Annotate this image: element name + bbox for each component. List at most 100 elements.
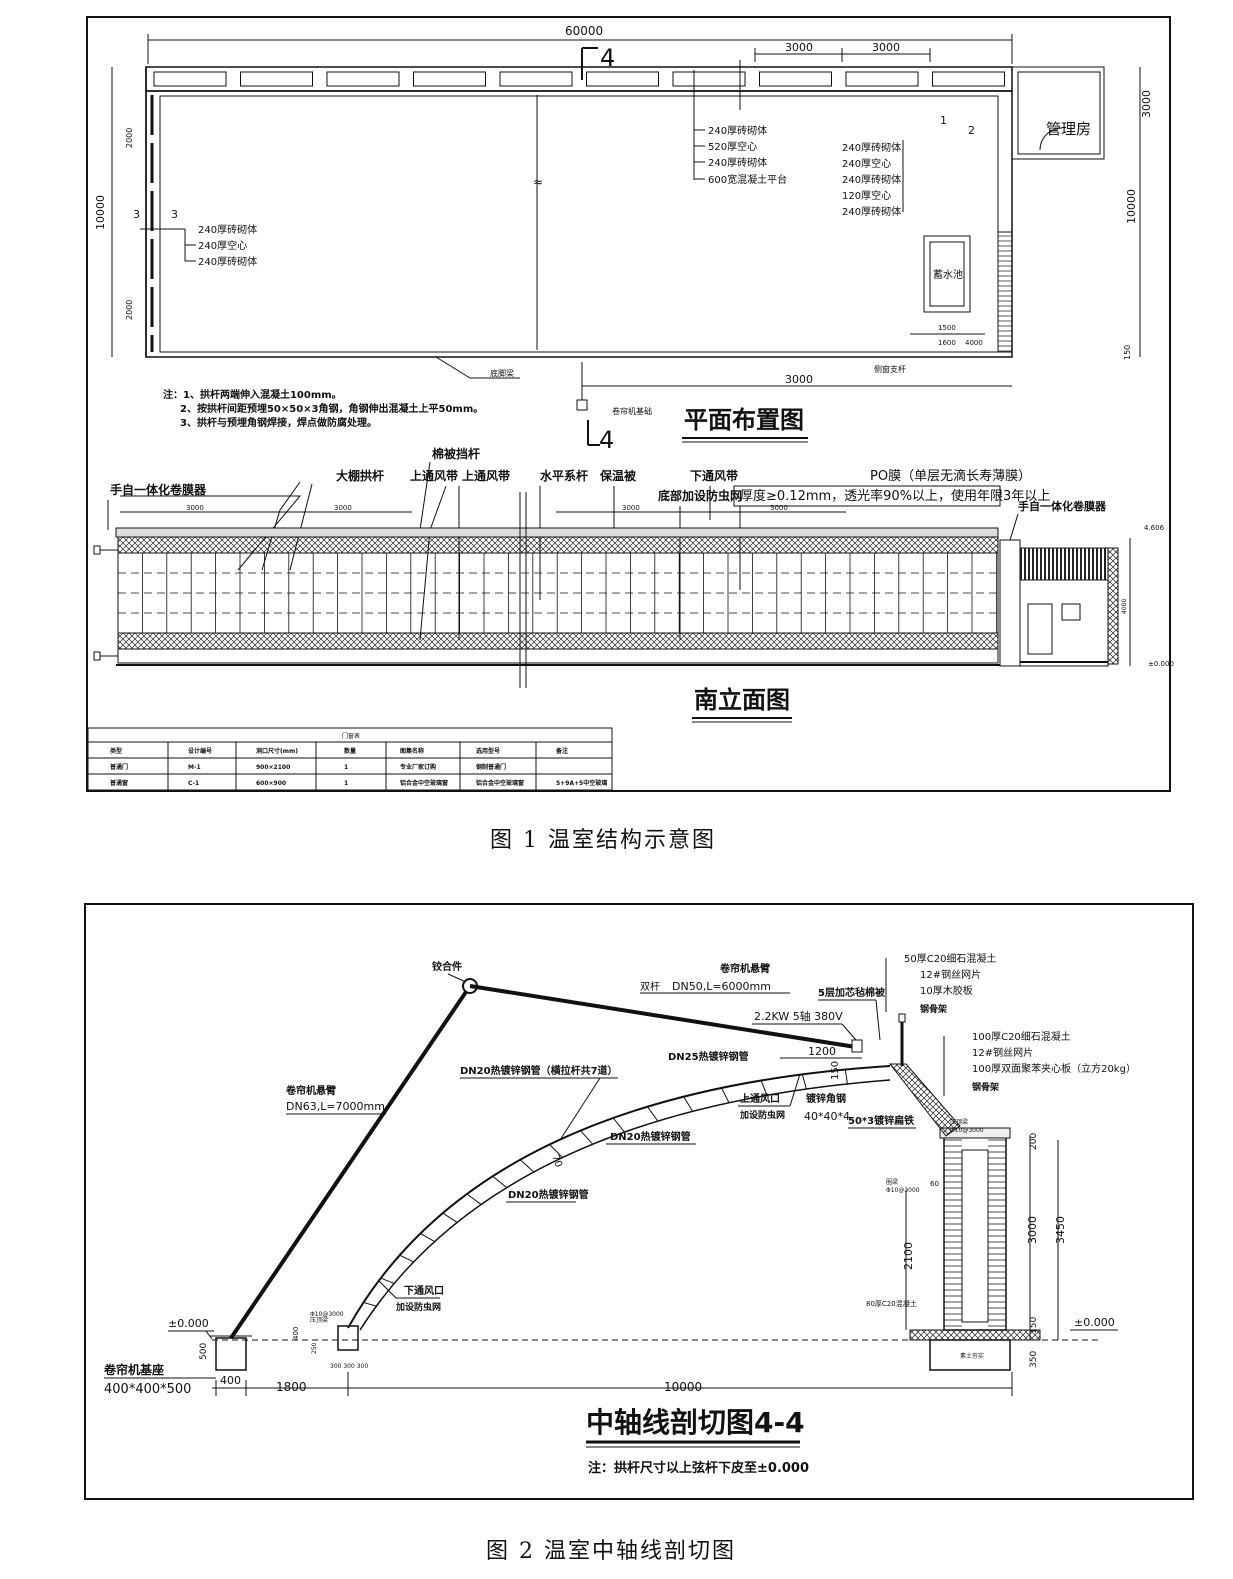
arch-rib (466, 1193, 482, 1205)
plan-brick-strip (998, 235, 1012, 352)
plan-skylight (672, 71, 746, 87)
sec-dn20-top: DN20热镀锌钢管（横拉杆共7道） (460, 1064, 618, 1077)
sec-dim-10000: 10000 (664, 1380, 702, 1394)
plan-skylight (759, 71, 832, 87)
plan-dim-150: 150 (1123, 345, 1132, 360)
plan-top-windows (153, 71, 1005, 87)
table-cell: 选用型号 (476, 747, 500, 755)
plan-dim-10000-left: 10000 (94, 195, 107, 230)
elev-level-zero: ±0.000 (1148, 660, 1174, 668)
figure1-caption: 图 1 温室结构示意图 (490, 828, 716, 853)
plan-dim-3000b: 3000 (872, 41, 900, 54)
sec-hinge: 铰合件 (432, 960, 462, 973)
sec-motor: 2.2KW 5轴 380V (754, 1009, 843, 1023)
plan-middle-wall-notes: 240厚砖砌体 520厚空心 240厚砖砌体 600宽混凝土平台 (694, 124, 787, 186)
plan-dim-3000-right: 3000 (1140, 90, 1153, 118)
plan-roller-base-label: 卷帘机基础 (612, 406, 652, 416)
plan-note-2: 3、拱杆与预埋角钢焊接，焊点做防腐处理。 (180, 416, 377, 429)
plan-section-mark-bottom: 4 (599, 426, 614, 454)
elev-level-top: 4.606 (1144, 524, 1165, 532)
elev-label-insect-net: 底部加设防虫网 (658, 488, 742, 503)
arch-rib (721, 1087, 730, 1103)
elev-label-arch-rod: 大棚拱杆 (336, 468, 384, 483)
sec-zero-left: ±0.000 (168, 1317, 209, 1330)
plan-mid-note-3: 600宽混凝土平台 (708, 173, 787, 186)
arch-rib (549, 1144, 563, 1158)
sec-flat-steel: 50*3镀锌扁铁 (848, 1114, 914, 1127)
plan-right-note-0: 240厚砖砌体 (842, 141, 901, 154)
figure2-caption: 图 2 温室中轴线剖切图 (486, 1539, 736, 1564)
arch-rib (580, 1130, 594, 1145)
table-title: 门窗表 (342, 732, 360, 740)
sec-dim-2100: 2100 (902, 1242, 915, 1270)
sec-dn50: DN50,L=6000mm (672, 980, 771, 993)
figure2-frame (84, 903, 1194, 1500)
brick-wall-left (944, 1139, 962, 1327)
plan-right-note-2: 240厚砖砌体 (842, 173, 901, 186)
plan-left-wall-notes: 240厚砖砌体 240厚空心 240厚砖砌体 (185, 223, 257, 268)
sec-dim-150: 150 (1029, 1317, 1039, 1334)
sec-base-title: 卷帘机基座 (103, 1362, 164, 1377)
arch-rib (519, 1159, 535, 1173)
sec-dim-250: 250 (311, 1342, 318, 1354)
brick-wall-right (988, 1139, 1006, 1327)
sec-pipe-mid: Φ10@3000 (886, 1187, 920, 1194)
plan-mid-note-2: 240厚砖砌体 (708, 156, 767, 169)
plan-pool-label: 蓄水池 (933, 268, 963, 281)
arch-rib (801, 1074, 807, 1090)
elev-level-mid: 4000 (1121, 599, 1128, 614)
sec-roof-top-1: 12#钢丝网片 (920, 968, 981, 981)
plan-dim-4000: 4000 (965, 339, 983, 347)
sec-dim-300s: 300 300 300 (330, 1363, 368, 1370)
arch-rib (683, 1096, 694, 1112)
elev-dim-3000d: 3000 (770, 504, 788, 512)
svg-text:≈: ≈ (533, 175, 543, 189)
arch-rib (760, 1080, 768, 1096)
table-cell: 钢制普通门 (476, 763, 506, 771)
plan-left-note-2: 240厚砖砌体 (198, 255, 257, 268)
plan-mid-note-1: 520厚空心 (708, 140, 757, 153)
plan-skylight (586, 71, 659, 87)
plan-left-note-1: 240厚空心 (198, 239, 247, 252)
sec-ring-beam: 圈梁 (886, 1178, 898, 1186)
plan-dim-60000: 60000 (565, 24, 603, 38)
elev-dim-3000a: 3000 (186, 504, 204, 512)
arch-rib (420, 1233, 435, 1243)
sec-double-rod: 双杆 (640, 981, 660, 993)
sec-dim-60: 60 (930, 1180, 939, 1188)
plan-skylight (326, 71, 400, 87)
plan-right-note-3: 120厚空心 (842, 189, 891, 202)
plan-skylight (413, 71, 486, 87)
sec-concrete-pad: 80厚C20混凝土 (866, 1299, 917, 1308)
sec-roof-side-3: 钢骨架 (972, 1081, 999, 1093)
plan-notes: 注：1、拱杆两端伸入混凝土100mm。 2、按拱杆间距预埋50×50×3角钢，角… (163, 388, 483, 429)
arch-rib (363, 1301, 377, 1307)
plan-right-note-4: 240厚砖砌体 (842, 205, 901, 218)
plan-dim-10000-right: 10000 (1125, 189, 1138, 224)
table-cell: 1 (344, 780, 348, 787)
sec-roof-top-0: 50厚C20细石混凝土 (904, 952, 996, 965)
plan-skylight (153, 71, 227, 87)
table-cell: 设计编号 (188, 747, 212, 755)
section-view: ±0.000 500 卷帘机基座 400*400*500 400 1800 10… (103, 952, 1136, 1476)
sec-roof-side-2: 100厚双面聚苯夹心板（立方20kg） (972, 1062, 1136, 1075)
sec-dn20-mid: DN20热镀锌钢管 (610, 1130, 691, 1143)
table-cell: 数量 (344, 747, 356, 755)
arch-rib (492, 1175, 508, 1189)
sec-arm-dn63-spec: DN63,L=7000mm (286, 1100, 385, 1113)
section-note: 注：拱杆尺寸以上弦杆下皮至±0.000 (588, 1460, 809, 1476)
plan-section-2: 2 (968, 124, 975, 137)
plan-dim-1500: 1500 (938, 324, 956, 332)
plan-dim-2000b: 2000 (125, 300, 134, 320)
elev-dim-3000b: 3000 (334, 504, 352, 512)
table-cell: 1 (344, 764, 348, 771)
table-cell: 铝合金中空玻璃窗 (476, 779, 524, 787)
plan-mid-note-0: 240厚砖砌体 (708, 124, 767, 137)
sec-d1200: 1200 (808, 1045, 836, 1058)
sec-dn20-low: DN20热镀锌钢管 (508, 1188, 589, 1201)
sec-d150-top: 150 (830, 1061, 841, 1080)
table-cell: M-1 (188, 764, 201, 771)
plan-dim-2000a: 2000 (125, 128, 134, 148)
sec-five-layer: 5层加芯毡棉被 (818, 986, 886, 999)
plan-left-note-0: 240厚砖砌体 (198, 223, 257, 236)
